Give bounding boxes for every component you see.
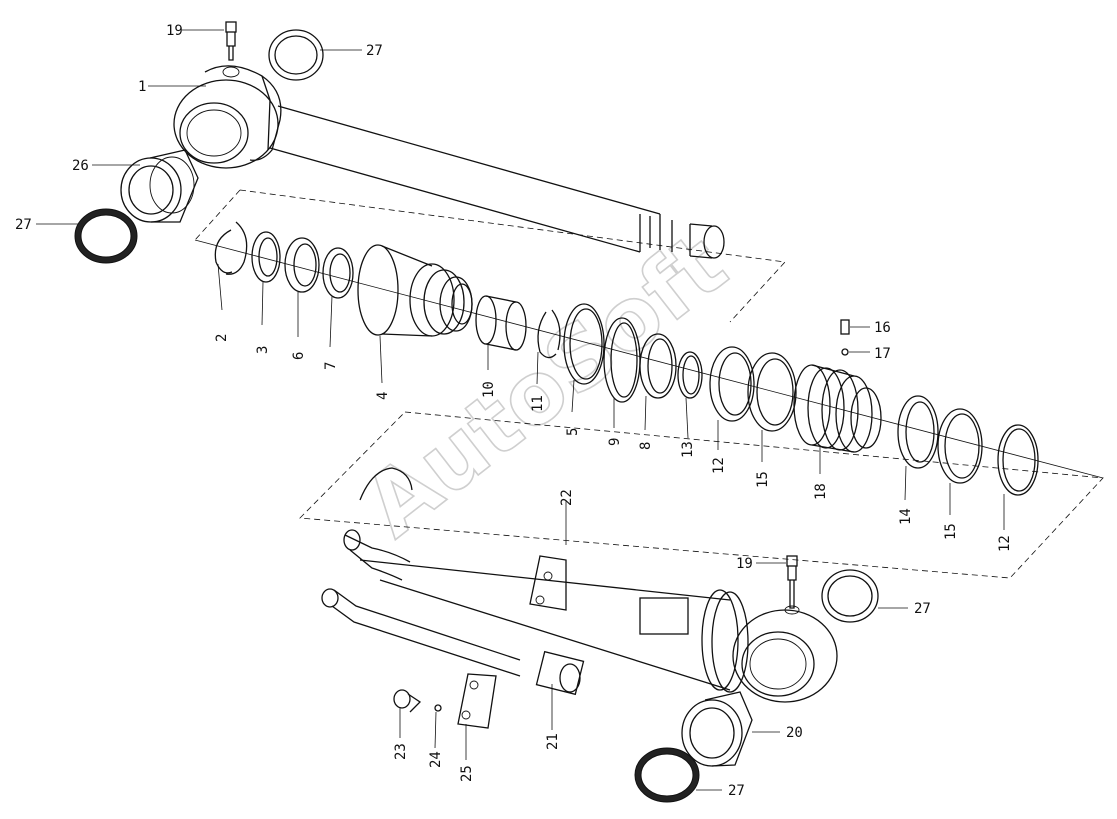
callout-6: 6 bbox=[291, 352, 307, 360]
callout-1: 1 bbox=[138, 79, 146, 95]
callout-25: 25 bbox=[459, 765, 475, 782]
callout-12-lower: 12 bbox=[997, 535, 1013, 552]
callout-15-upper: 15 bbox=[755, 471, 771, 488]
callout-27-bottom: 27 bbox=[728, 783, 745, 799]
callout-22: 22 bbox=[559, 489, 575, 506]
callout-4: 4 bbox=[375, 392, 391, 400]
callout-5: 5 bbox=[565, 428, 581, 436]
callout-15-lower: 15 bbox=[943, 523, 959, 540]
callout-17: 17 bbox=[874, 346, 891, 362]
callout-9: 9 bbox=[607, 438, 623, 446]
callout-13: 13 bbox=[680, 441, 696, 458]
callout-19-bottom: 19 bbox=[736, 556, 753, 572]
callout-21: 21 bbox=[545, 733, 561, 750]
callout-20: 20 bbox=[786, 725, 803, 741]
callout-27-right: 27 bbox=[914, 601, 931, 617]
callout-19-top: 19 bbox=[166, 23, 183, 39]
callout-27-left: 27 bbox=[15, 217, 32, 233]
callout-24: 24 bbox=[428, 751, 444, 768]
callout-23: 23 bbox=[393, 743, 409, 760]
callout-11: 11 bbox=[530, 395, 546, 412]
callout-3: 3 bbox=[255, 346, 271, 354]
seal-kit-frame bbox=[194, 189, 786, 323]
seal-kit-parts bbox=[214, 221, 1039, 496]
watermark: AutoSoft bbox=[346, 215, 744, 557]
callout-16: 16 bbox=[874, 320, 891, 336]
callout-8: 8 bbox=[638, 442, 654, 450]
callout-10: 10 bbox=[481, 381, 497, 398]
callout-18: 18 bbox=[813, 483, 829, 500]
callout-2: 2 bbox=[214, 334, 230, 342]
piston-rod-assembly bbox=[74, 21, 725, 264]
callout-27-top: 27 bbox=[366, 43, 383, 59]
callout-14: 14 bbox=[898, 508, 914, 525]
callout-12-upper: 12 bbox=[711, 457, 727, 474]
leader-lines bbox=[36, 29, 1005, 791]
callout-7: 7 bbox=[323, 362, 339, 370]
callout-26: 26 bbox=[72, 158, 89, 174]
callout-labels: 19 27 1 26 27 2 3 6 7 4 10 11 5 9 8 13 1… bbox=[15, 23, 1013, 799]
cylinder-barrel-assembly bbox=[321, 467, 879, 803]
